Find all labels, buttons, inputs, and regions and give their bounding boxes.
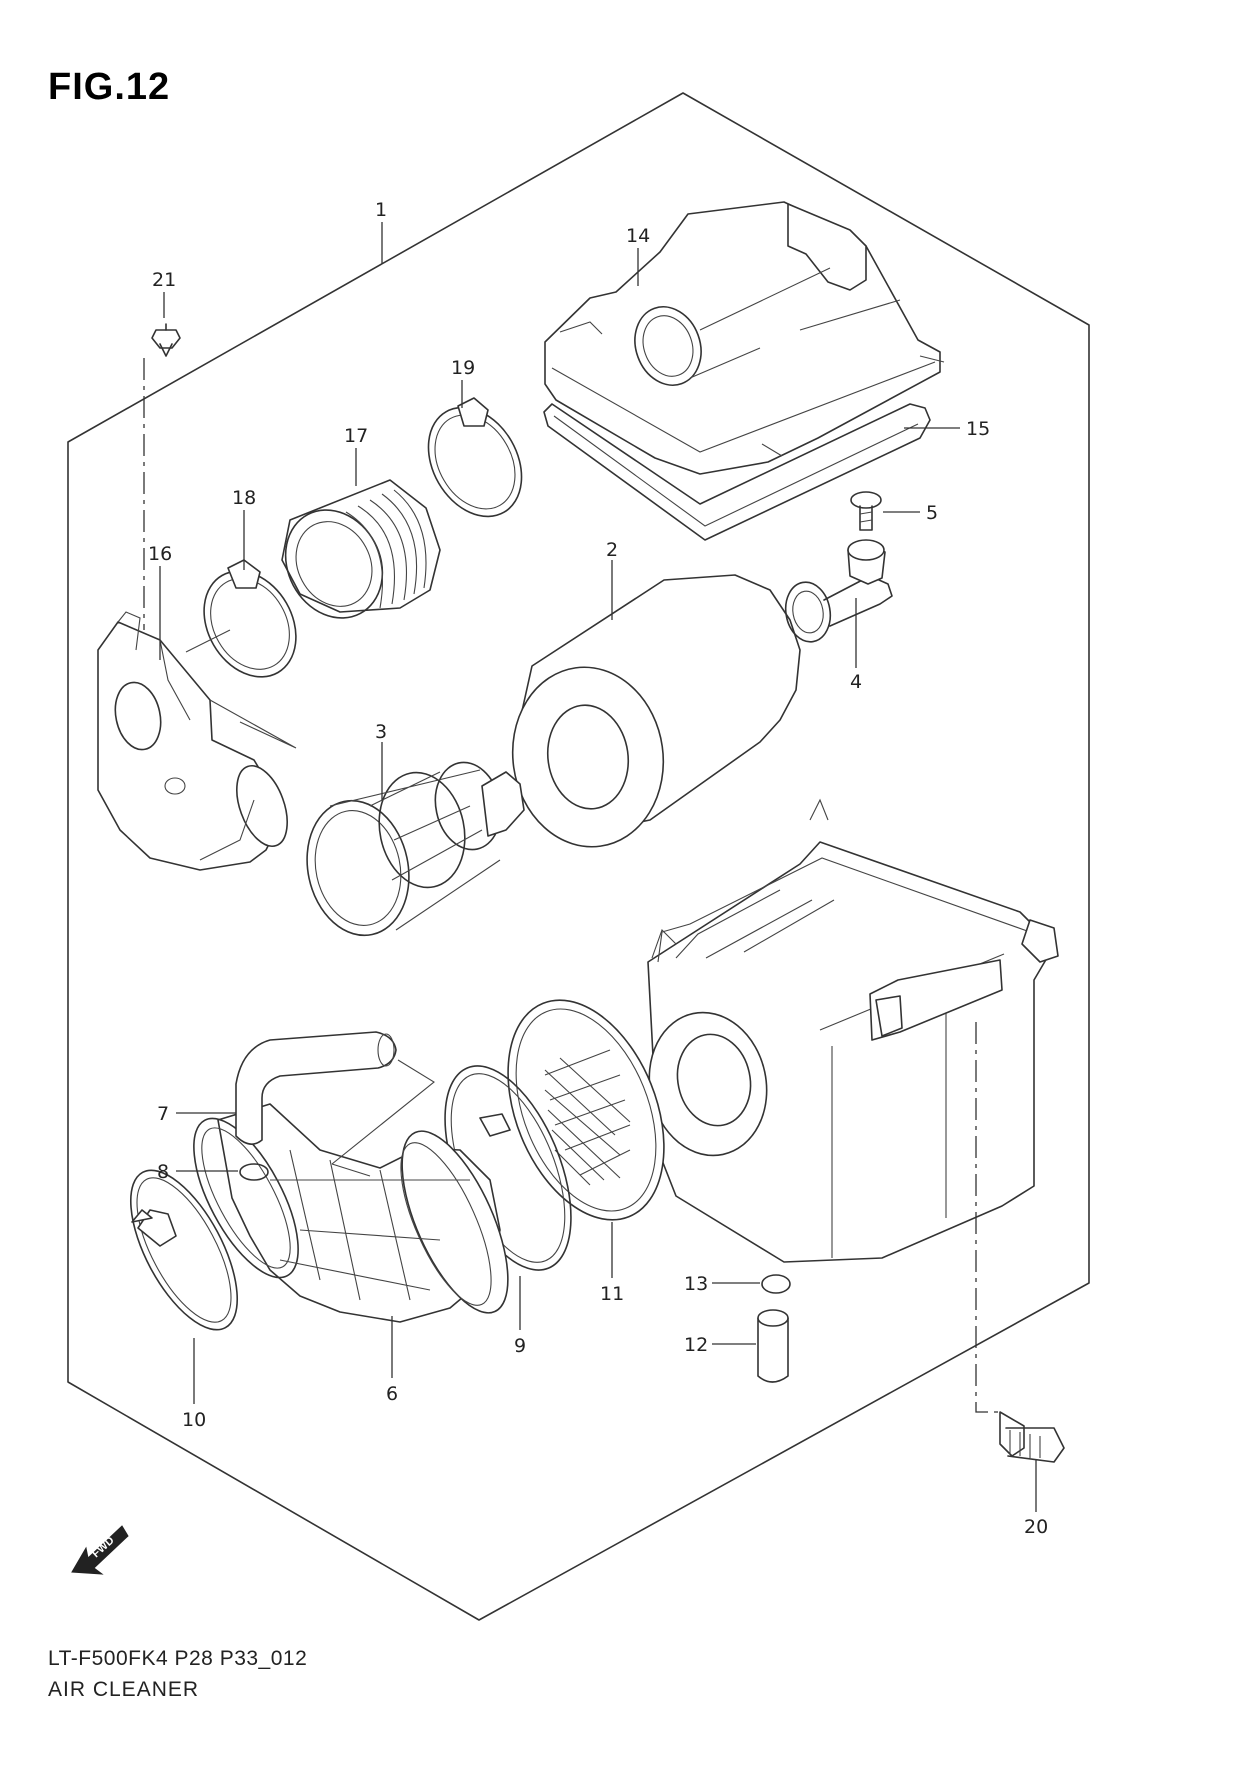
part-13-clip [761, 1274, 791, 1294]
part-21-clip-rivet [151, 323, 181, 357]
callout-11: 11 [600, 1283, 624, 1305]
part-8-clip [239, 1163, 269, 1181]
part-5-screw [850, 491, 882, 531]
callout-10: 10 [182, 1409, 206, 1431]
callout-4: 4 [850, 671, 862, 693]
callout-18: 18 [232, 487, 256, 509]
part-4-drain-plug [784, 539, 893, 643]
callout-2: 2 [606, 539, 618, 561]
callout-12: 12 [684, 1334, 708, 1356]
callout-1: 1 [375, 199, 387, 221]
part-16-intake-duct [97, 611, 288, 871]
callout-15: 15 [966, 418, 990, 440]
part-10-intake-clamp [129, 1169, 239, 1331]
part-2-filter-element [511, 574, 801, 848]
part-17-bellows-tube [281, 479, 441, 619]
callout-20: 20 [1024, 1516, 1048, 1538]
fwd-arrow-marker: FWD [71, 1525, 129, 1575]
model-code: LT-F500FK4 P28 P33_012 [48, 1647, 308, 1670]
callout-labels: 1 2 3 4 5 6 7 8 9 10 11 12 13 14 15 16 1… [148, 199, 1048, 1538]
callout-16: 16 [148, 543, 172, 565]
callout-6: 6 [386, 1383, 398, 1405]
part-3-filter-cage [306, 761, 525, 937]
part-12-drain-cap [757, 1309, 789, 1383]
figure-title: FIG.12 [48, 66, 171, 108]
callout-21: 21 [152, 269, 176, 291]
part-18-clamp [203, 559, 297, 678]
part-11-screen [507, 999, 665, 1221]
part-19-clamp [427, 397, 523, 518]
part-14-cleaner-cap [544, 201, 945, 475]
callout-9: 9 [514, 1335, 526, 1357]
part-20-bolt [999, 1411, 1065, 1463]
callout-13: 13 [684, 1273, 708, 1295]
callout-14: 14 [626, 225, 650, 247]
part-6-outlet-tube [193, 1103, 509, 1323]
callout-19: 19 [451, 357, 475, 379]
assembly-boundary [67, 92, 1090, 1621]
callout-3: 3 [375, 721, 387, 743]
callout-5: 5 [926, 502, 938, 524]
diagram-name: AIR CLEANER [48, 1678, 200, 1701]
part-7-hose [235, 1031, 397, 1145]
assembly-guide-lines [143, 358, 1000, 1413]
callout-7: 7 [157, 1103, 169, 1125]
part-15-cap-seal [543, 403, 931, 541]
callout-8: 8 [157, 1161, 169, 1183]
callout-17: 17 [344, 425, 368, 447]
leader-lines [159, 222, 1037, 1512]
part-1-case-body [647, 798, 1059, 1263]
